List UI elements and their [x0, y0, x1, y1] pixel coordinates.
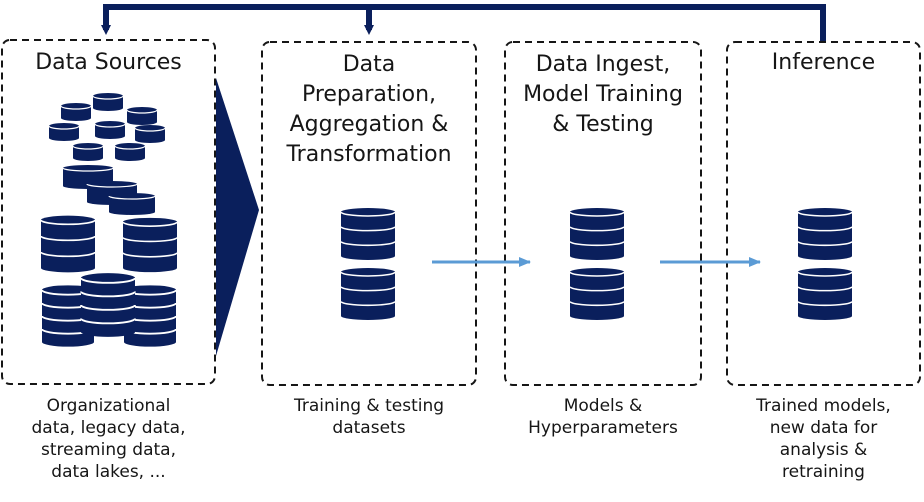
- database-icon: [92, 93, 124, 111]
- database-icon: [94, 121, 126, 139]
- stage-caption-data-sources: Organizational data, legacy data, stream…: [31, 396, 186, 482]
- stage-title-model-training: Data Ingest, Model Training & Testing: [523, 52, 683, 137]
- stage-caption-data-preparation: Training & testing datasets: [293, 396, 445, 438]
- database-icon: [108, 193, 156, 215]
- database-icon: [797, 268, 853, 320]
- database-icon: [134, 125, 166, 143]
- stage-box-data-sources: [1, 39, 216, 385]
- database-icon: [122, 217, 178, 273]
- database-icon: [80, 273, 136, 337]
- stage-title-data-preparation: Data Preparation, Aggregation & Transfor…: [286, 52, 452, 167]
- stage-box-inference: [726, 41, 921, 386]
- feedback-loop-arrow: [101, 4, 826, 42]
- stage-box-data-preparation: [261, 41, 477, 386]
- database-icon: [114, 143, 146, 161]
- stage-box-model-training: [504, 41, 702, 386]
- database-icon: [48, 123, 80, 141]
- database-icon: [340, 268, 396, 320]
- stage-caption-inference: Trained models, new data for analysis & …: [756, 396, 891, 482]
- database-icon: [569, 208, 625, 260]
- database-icon: [72, 143, 104, 161]
- database-icon: [797, 208, 853, 260]
- database-icon: [126, 107, 158, 125]
- database-icon: [569, 268, 625, 320]
- stage-caption-model-training: Models & Hyperparameters: [528, 396, 678, 438]
- stage-title-inference: Inference: [771, 50, 876, 75]
- chevron-right-icon: [216, 78, 259, 356]
- database-icon: [60, 103, 92, 121]
- stage-title-data-sources: Data Sources: [35, 50, 182, 75]
- database-icon: [123, 285, 177, 347]
- database-icon: [40, 215, 96, 273]
- database-icon: [340, 208, 396, 260]
